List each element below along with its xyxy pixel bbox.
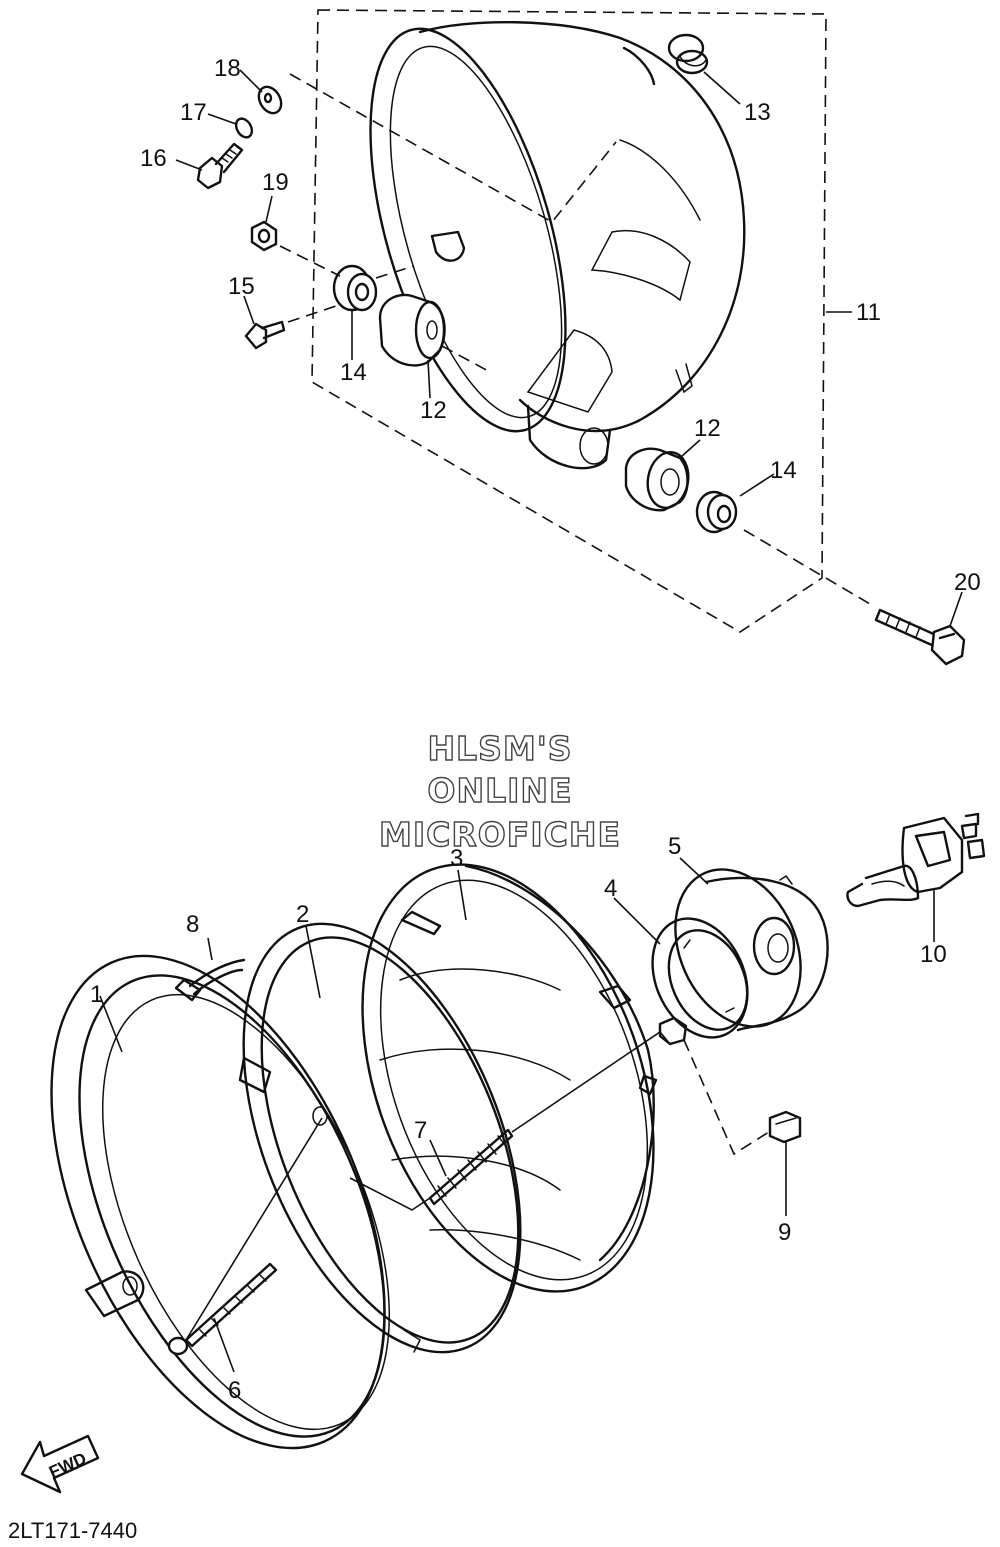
socket-housing-5 bbox=[674, 868, 829, 1032]
adjuster-bracket bbox=[658, 1016, 688, 1046]
lock-washer-17 bbox=[234, 117, 254, 139]
callout-15: 15 bbox=[228, 273, 255, 300]
callout-20: 20 bbox=[954, 569, 981, 596]
callout-17: 17 bbox=[180, 99, 207, 126]
headlight-rim-1 bbox=[50, 954, 391, 1450]
bushing-14-right bbox=[695, 490, 738, 534]
watermark-line1: HLSM'S bbox=[427, 729, 572, 768]
callout-4: 4 bbox=[604, 875, 617, 902]
lens-assembly bbox=[50, 812, 986, 1450]
watermark-line2: ONLINE bbox=[427, 771, 572, 810]
callout-14b: 14 bbox=[770, 457, 797, 484]
callout-9: 9 bbox=[778, 1219, 791, 1246]
bulb-10 bbox=[846, 812, 986, 908]
housing-assembly bbox=[196, 9, 966, 666]
callout-13: 13 bbox=[744, 99, 771, 126]
adjuster-nut-9 bbox=[768, 1110, 802, 1144]
bolt-16 bbox=[196, 142, 244, 190]
callout-3: 3 bbox=[450, 845, 463, 872]
callout-19: 19 bbox=[262, 169, 289, 196]
callout-labels: 18 17 16 19 15 14 12 13 11 12 14 20 3 5 … bbox=[90, 55, 981, 1404]
grommet-13 bbox=[667, 33, 709, 75]
damper-12-right bbox=[624, 447, 690, 512]
callout-5: 5 bbox=[668, 833, 681, 860]
callout-2: 2 bbox=[296, 901, 309, 928]
watermark-line3: MICROFICHE bbox=[379, 815, 621, 854]
callout-12a: 12 bbox=[420, 397, 447, 424]
retaining-ring-2 bbox=[238, 922, 522, 1354]
headlight-housing bbox=[369, 20, 746, 470]
screw-15 bbox=[244, 320, 286, 350]
forward-arrow-icon: FWD bbox=[20, 1434, 100, 1494]
callout-leaders bbox=[99, 69, 963, 1373]
lens-unit-3 bbox=[361, 863, 658, 1293]
callout-8: 8 bbox=[186, 911, 199, 938]
callout-7: 7 bbox=[414, 1117, 427, 1144]
watermark: HLSM'S ONLINE MICROFICHE bbox=[378, 728, 621, 854]
fwd-label: FWD bbox=[46, 1449, 89, 1482]
clip-8 bbox=[174, 958, 246, 1002]
callout-1: 1 bbox=[90, 981, 103, 1008]
washer-18 bbox=[257, 85, 283, 115]
nut-19 bbox=[250, 220, 278, 252]
bolt-20 bbox=[874, 608, 966, 666]
assembly-11-bracket bbox=[311, 9, 827, 633]
callout-16: 16 bbox=[140, 145, 167, 172]
callout-18: 18 bbox=[214, 55, 241, 82]
callout-12b: 12 bbox=[694, 415, 721, 442]
callout-10: 10 bbox=[920, 941, 947, 968]
callout-11: 11 bbox=[856, 299, 881, 326]
adjust-screw-6 bbox=[167, 1262, 278, 1356]
socket-ring-4 bbox=[651, 917, 749, 1039]
callout-6: 6 bbox=[228, 1377, 241, 1404]
damper-12-left bbox=[378, 293, 446, 367]
spring-7 bbox=[428, 1128, 514, 1206]
diagram-code: 2LT171-7440 bbox=[8, 1518, 137, 1543]
callout-14a: 14 bbox=[340, 359, 367, 386]
bushing-14-left bbox=[332, 264, 378, 312]
